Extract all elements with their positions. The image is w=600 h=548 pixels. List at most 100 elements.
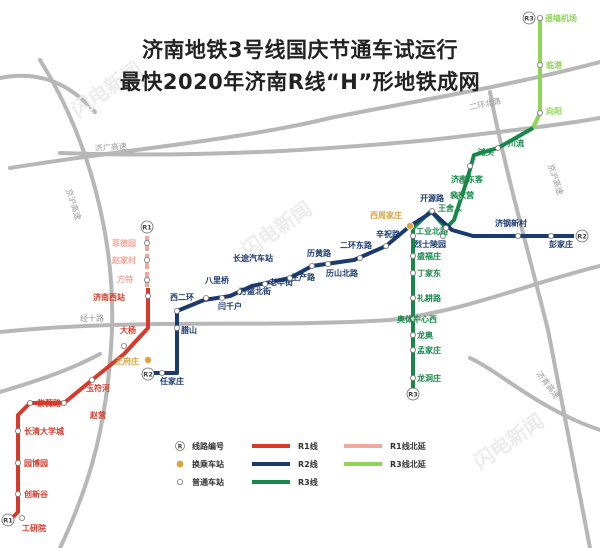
- station-r1-ext-0-label: 方特: [117, 274, 133, 284]
- station-r3-ext-0-dot: [537, 110, 544, 117]
- legend-r3-ext-swatch: [344, 462, 382, 466]
- station-r1-3-dot: [14, 427, 21, 434]
- watermark-middle: 闪电新闻: [237, 197, 316, 263]
- station-r3-11-dot: [466, 162, 473, 169]
- road-label-jingshi: 经十路: [80, 313, 104, 323]
- station-r3-9-label: 裴家营: [449, 190, 474, 200]
- road-label-jinghu-west: 京沪高速: [64, 188, 83, 222]
- legend-transfer-dot: [176, 460, 184, 468]
- station-r2-12-label: 辛祝路: [376, 229, 401, 239]
- badge-r3-south-text: R3: [408, 391, 418, 399]
- badge-r2-west-text: R2: [143, 371, 153, 379]
- station-r3-ext-1-label: 临港: [546, 60, 563, 70]
- station-r2-7-label: 老华街: [268, 277, 293, 287]
- station-r1-7-label: 大杨: [120, 325, 136, 335]
- station-r3-12-label: 川流: [507, 138, 524, 148]
- road-corner-se: [468, 356, 600, 432]
- road-corner-nw: [0, 73, 97, 114]
- station-r3-3-dot: [409, 315, 416, 322]
- badge-r2-east-text: R2: [577, 233, 587, 241]
- road-label-jiguang: 济广高速: [94, 141, 127, 153]
- station-r2-15-dot: [548, 232, 555, 239]
- station-r3-ext-0-label: 向阳: [546, 106, 562, 116]
- station-r1-ext-0-dot: [143, 276, 150, 283]
- station-r3-11-label: 滩头: [478, 147, 494, 157]
- station-r3-2-label: 龙奥: [416, 330, 434, 340]
- station-r3-0-dot: [409, 374, 416, 381]
- legend-r2-label: R2线: [298, 459, 318, 469]
- station-r2-9-dot: [308, 262, 315, 269]
- legend-r3-ext-label: R3线北延: [390, 459, 427, 469]
- station-r3-2-dot: [409, 331, 416, 338]
- station-transfer-0-label: 王府庄: [115, 356, 139, 366]
- station-r2-2-label: 西二环: [170, 293, 194, 302]
- ring-road-east: [488, 90, 592, 548]
- station-r3-1-dot: [409, 346, 416, 353]
- station-r3-9-dot: [456, 193, 463, 200]
- legend-normal: 普通车站: [192, 477, 224, 487]
- road-corner-sw: [0, 352, 102, 394]
- badge-r1-south-text: R1: [3, 517, 13, 525]
- station-r1-2-label: 园博园: [24, 458, 48, 468]
- station-r3-7-label: 工业北路: [416, 226, 449, 236]
- station-r1-ext-2-dot: [143, 239, 150, 246]
- station-r2-13-label: 烈士陵园: [414, 239, 446, 249]
- station-r2-3-dot: [202, 294, 209, 301]
- station-r1-ext-1-label: 赵家村: [111, 255, 136, 265]
- legend-r1-ext-swatch: [344, 444, 382, 448]
- legend-normal-dot: [176, 478, 183, 485]
- station-r1-8-dot: [144, 292, 151, 299]
- station-r2-13-dot: [439, 232, 446, 239]
- station-r1-ext-1-dot: [143, 256, 150, 263]
- legend-r2-swatch: [252, 462, 290, 466]
- badge-r1-south-circle: [1, 513, 15, 527]
- station-r2-5-dot: [236, 288, 243, 295]
- station-r1-5-label: 赵营: [89, 410, 106, 420]
- station-r2-6-label: 长途汽车站: [233, 253, 273, 263]
- legend-r3-swatch: [252, 480, 290, 484]
- station-r3-6-label: 盛福庄: [417, 251, 441, 261]
- station-transfer-0-dot: [143, 355, 152, 364]
- station-r3-8-label: 王舍人: [438, 203, 463, 213]
- legend-r3-label: R3线: [298, 477, 318, 487]
- badge-r2-east-circle: [575, 229, 589, 243]
- legend-badge-letter: R: [178, 444, 183, 451]
- station-r1-0-dot: [18, 515, 25, 522]
- legend-transfer: 换乘车站: [192, 459, 224, 469]
- station-r2-11-label: 二环东路: [340, 240, 373, 250]
- station-r1-0-label: 工研院: [22, 523, 46, 533]
- station-r1-5-dot: [61, 399, 68, 406]
- station-r2-10-dot: [324, 260, 331, 267]
- badge-r1-north-circle: [140, 220, 154, 234]
- station-r2-3-label: 八里桥: [204, 275, 230, 285]
- station-r1-ext-2-label: 菲德园: [112, 238, 136, 248]
- road-jiguang: [58, 116, 600, 157]
- station-shared-0-label: 开源路: [420, 193, 445, 203]
- station-r1-2-dot: [14, 459, 21, 466]
- map-title-line-1: 济南地铁3号线国庆节通车试运行: [141, 38, 459, 62]
- station-r3-12-dot: [494, 144, 501, 151]
- legend-line-code: 线路编号: [192, 441, 224, 451]
- station-r2-9-label: 历黄路: [307, 248, 332, 258]
- station-r1-3-label: 长清大学城: [24, 426, 64, 436]
- station-r3-ext-2-dot: [537, 14, 544, 21]
- station-r3-10-dot: [458, 177, 465, 184]
- station-transfer-1-dot: [405, 221, 414, 230]
- badge-r3-north-circle: [522, 11, 536, 25]
- road-label-jinghu-east: 京沪高速: [546, 163, 565, 197]
- station-r2-14-label: 济钢新村: [495, 218, 527, 228]
- station-r1-8-label: 济南西站: [93, 292, 125, 302]
- station-r2-1-dot: [173, 324, 180, 331]
- station-r1-4-label: 紫薇路: [37, 398, 62, 408]
- station-r2-0-label: 任家庄: [159, 376, 184, 386]
- station-r2-8-label: 生产路: [291, 272, 316, 282]
- station-r1-7-dot: [121, 342, 128, 349]
- badge-r3-south-circle: [406, 387, 420, 401]
- station-r3-8-dot: [442, 224, 449, 231]
- badge-r3-north-text: R3: [524, 15, 534, 23]
- station-r2-14-dot: [515, 232, 522, 239]
- badge-r2-west-circle: [141, 367, 155, 381]
- legend-badge-circle: [175, 441, 185, 451]
